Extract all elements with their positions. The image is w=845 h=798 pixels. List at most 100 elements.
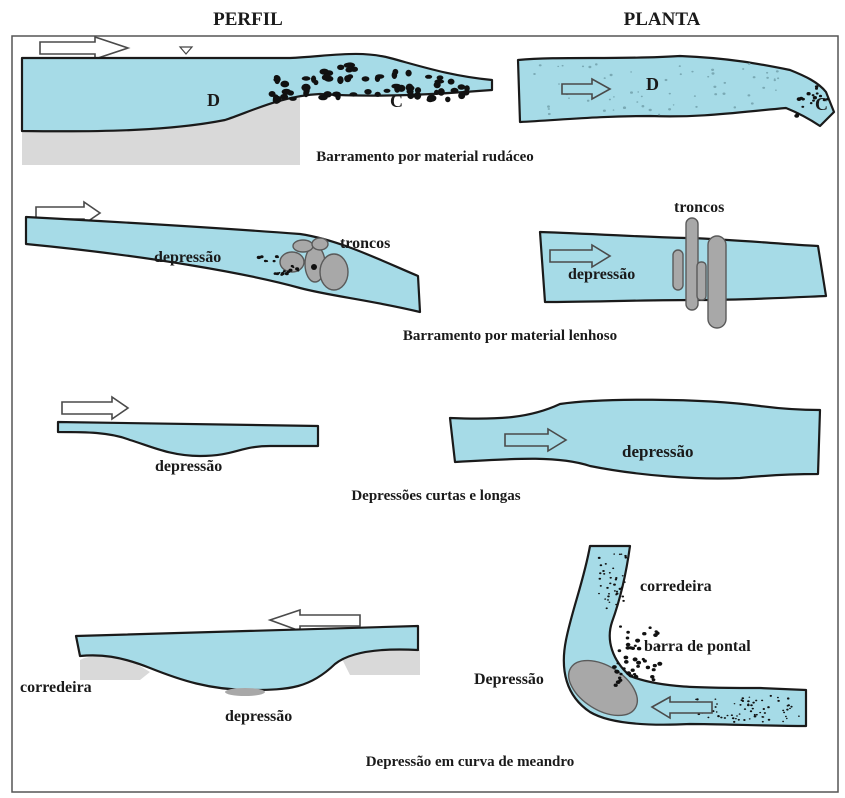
speck-icon (695, 106, 697, 108)
speck-icon (715, 706, 717, 708)
speck-icon (786, 718, 788, 719)
pebble-icon (295, 267, 299, 270)
speck-icon (602, 570, 605, 572)
speck-icon (747, 703, 749, 705)
speck-icon (736, 715, 738, 716)
log-icon (697, 262, 706, 300)
speck-icon (739, 704, 741, 706)
plan-label-d: D (646, 74, 659, 94)
speck-icon (680, 73, 682, 75)
speck-icon (548, 113, 551, 115)
speck-icon (777, 697, 779, 699)
plan-header: PLANTA (624, 9, 701, 30)
speck-icon (754, 714, 756, 716)
profile-label-c: C (390, 91, 403, 111)
speck-icon (768, 719, 771, 721)
pebble-icon (633, 657, 638, 661)
row1-profile: D C (22, 37, 492, 165)
profile-label-troncos: troncos (340, 235, 390, 252)
speck-icon (604, 77, 606, 79)
speck-icon (608, 593, 610, 595)
pebble-icon (619, 625, 622, 627)
pebble-icon (274, 75, 281, 82)
pebble-icon (375, 92, 381, 97)
profile-label-corredeira: corredeira (20, 679, 92, 696)
log-icon (673, 250, 683, 290)
speck-icon (609, 572, 611, 574)
pebble-icon (653, 664, 657, 667)
pebble-icon (434, 82, 441, 89)
pebble-icon (415, 87, 421, 93)
log-icon (686, 218, 698, 310)
speck-icon (539, 64, 542, 66)
caption-rudaceo: Barramento por material rudáceo (316, 149, 534, 165)
profile-label-depressao: depressão (155, 458, 222, 475)
speck-icon (738, 719, 740, 721)
speck-icon (619, 588, 621, 589)
pebble-icon (448, 79, 455, 85)
speck-icon (747, 700, 750, 702)
pebble-icon (614, 670, 619, 674)
flow-arrow-icon (40, 37, 128, 59)
pebble-icon (624, 660, 629, 664)
speck-icon (568, 98, 570, 99)
pebble-icon (646, 666, 650, 670)
pebble-icon (612, 665, 617, 669)
speck-icon (761, 716, 763, 718)
speck-icon (762, 87, 765, 89)
speck-icon (622, 600, 625, 602)
pebble-icon (636, 661, 641, 665)
speck-icon (763, 708, 765, 710)
speck-icon (691, 71, 693, 73)
speck-icon (750, 710, 752, 712)
speck-icon (735, 718, 737, 719)
speck-icon (547, 105, 550, 107)
speck-icon (787, 705, 789, 707)
pebble-icon (801, 106, 804, 108)
profile-label-depressao: depressão (154, 249, 221, 266)
speck-icon (731, 714, 733, 716)
depression-fill (225, 688, 265, 696)
speck-icon (748, 94, 751, 96)
speck-icon (557, 66, 559, 67)
pebble-icon (273, 260, 276, 262)
profile-water (58, 422, 318, 456)
pebble-icon (332, 92, 341, 97)
speck-icon (753, 76, 756, 78)
speck-icon (624, 581, 626, 583)
speck-icon (613, 553, 615, 554)
speck-icon (754, 715, 757, 717)
pebble-icon (434, 90, 439, 95)
speck-icon (762, 721, 764, 723)
speck-icon (717, 715, 720, 717)
speck-icon (789, 708, 791, 709)
speck-icon (786, 709, 788, 711)
log-icon (280, 252, 304, 272)
speck-icon (610, 74, 613, 76)
speck-icon (588, 66, 591, 68)
pebble-icon (437, 75, 444, 80)
pebble-icon (269, 91, 276, 97)
pebble-icon (323, 74, 331, 80)
speck-icon (603, 110, 606, 112)
speck-icon (759, 712, 761, 713)
speck-icon (669, 93, 671, 95)
speck-icon (599, 572, 601, 574)
speck-icon (734, 106, 737, 108)
pebble-icon (451, 88, 459, 93)
pebble-icon (393, 69, 399, 75)
speck-icon (562, 65, 564, 67)
speck-icon (613, 584, 616, 586)
speck-icon (548, 108, 550, 110)
speck-icon (610, 577, 612, 579)
plan-label-depressao: Depressão (474, 671, 544, 688)
pebble-icon (311, 76, 316, 83)
speck-icon (744, 708, 746, 710)
speck-icon (622, 596, 625, 598)
pebble-icon (464, 85, 470, 91)
speck-icon (604, 598, 606, 599)
pebble-icon (614, 684, 618, 687)
speck-icon (715, 699, 717, 700)
speck-icon (752, 708, 754, 710)
